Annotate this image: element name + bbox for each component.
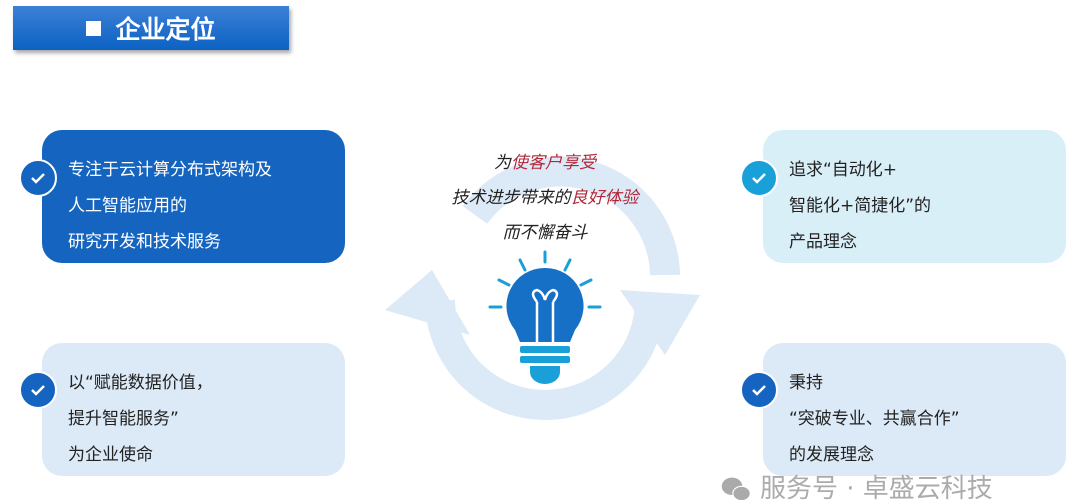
card-line: 提升智能服务”	[68, 409, 179, 429]
card-line: 秉持	[789, 373, 823, 393]
watermark: 服务号 · 卓盛云科技	[720, 476, 993, 503]
check-icon	[740, 371, 778, 409]
check-icon	[740, 159, 778, 197]
card-line: 专注于云计算分布式架构及	[68, 160, 272, 180]
card-line: 为企业使命	[68, 445, 153, 465]
section-title: 企业定位	[13, 6, 289, 50]
mission-line-2: 技术进步带来的良好体验	[451, 188, 639, 208]
card-development-philosophy: 秉持 “突破专业、共赢合作” 的发展理念	[763, 343, 1066, 476]
card-line: “突破专业、共赢合作”	[789, 409, 960, 429]
card-line: 追求“自动化+	[789, 160, 898, 180]
card-product-philosophy: 追求“自动化+ 智能化+简捷化”的产品理念	[763, 130, 1066, 263]
card-tech-focus: 专注于云计算分布式架构及人工智能应用的研究开发和技术服务	[42, 130, 345, 263]
card-line: 以“赋能数据价值，	[68, 373, 213, 393]
check-icon	[19, 371, 57, 409]
watermark-text: 服务号 · 卓盛云科技	[760, 474, 993, 504]
mission-line-3: 而不懈奋斗	[502, 223, 588, 243]
card-line: 研究开发和技术服务	[68, 232, 221, 252]
card-line: 的发展理念	[789, 445, 874, 465]
mission-line-1: 为使客户享受	[494, 153, 596, 173]
section-title-text: 企业定位	[115, 15, 216, 44]
cycle-arrows-icon	[385, 156, 700, 420]
lightbulb-icon	[488, 250, 602, 384]
wechat-icon	[721, 477, 751, 502]
card-line: 产品理念	[789, 232, 857, 252]
card-mission: 以“赋能数据价值， 提升智能服务” 为企业使命	[42, 343, 345, 476]
square-bullet-icon	[86, 20, 102, 36]
card-line: 人工智能应用的	[68, 196, 187, 216]
card-line: 智能化+简捷化”的	[789, 196, 932, 216]
check-icon	[19, 159, 57, 197]
